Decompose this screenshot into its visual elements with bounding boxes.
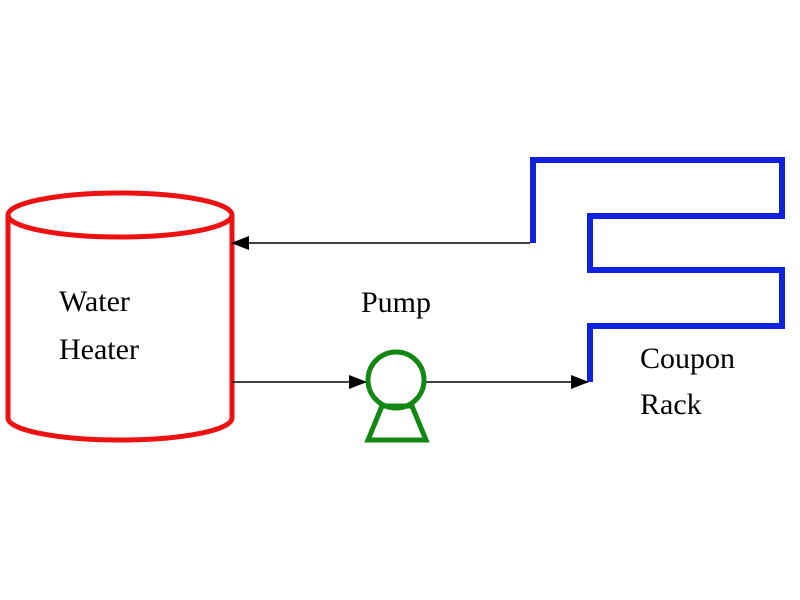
water-heater-tank xyxy=(5,190,235,443)
tank-top xyxy=(5,190,235,240)
water-heater-label-line2: Heater xyxy=(59,333,139,366)
water-heater-label-line1: Water xyxy=(59,285,130,318)
coupon-rack-label-line2: Rack xyxy=(640,388,702,421)
pump-impeller xyxy=(365,349,427,411)
coupon-rack-label-line1: Coupon xyxy=(640,342,736,375)
pump-icon xyxy=(364,349,430,443)
coupon-rack-pipe xyxy=(530,157,785,382)
tank-body xyxy=(5,215,235,443)
pump-label: Pump xyxy=(361,286,432,319)
pump-base xyxy=(364,403,430,443)
